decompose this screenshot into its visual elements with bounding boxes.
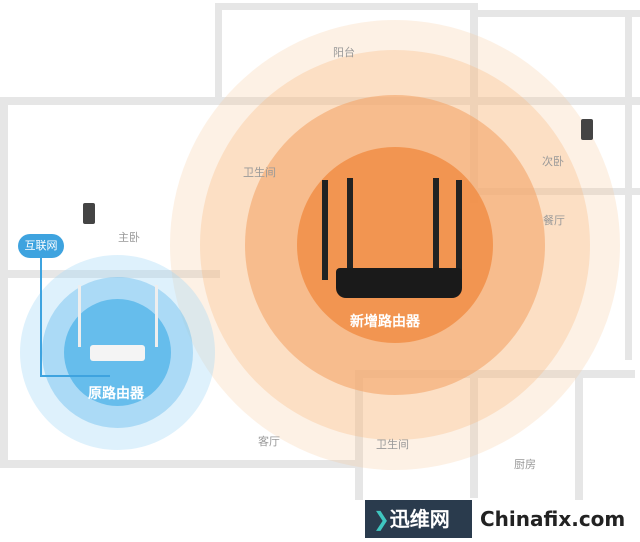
watermark-cn: 迅维网 — [389, 507, 450, 531]
room-kitchen: 厨房 — [514, 458, 536, 471]
new-router-label: 新增路由器 — [350, 314, 420, 330]
room-living: 客厅 — [258, 435, 280, 448]
phone-icon — [83, 203, 95, 224]
internet-cloud-icon: 互联网 — [18, 234, 64, 258]
room-dining: 餐厅 — [543, 214, 565, 227]
watermark-en: Chinafix.com — [480, 507, 626, 531]
room-bathroom-1: 卫生间 — [243, 166, 276, 179]
room-second-bedroom: 次卧 — [542, 155, 564, 168]
room-bathroom-2: 卫生间 — [376, 438, 409, 451]
old-router-label: 原路由器 — [88, 386, 144, 402]
room-master-bedroom: 主卧 — [118, 231, 140, 244]
watermark: ❯迅维网 Chinafix.com — [365, 500, 640, 538]
internet-label: 互联网 — [24, 239, 58, 252]
phone-icon — [581, 119, 593, 140]
cable-line — [40, 375, 110, 377]
cable-line — [40, 258, 42, 376]
room-balcony: 阳台 — [333, 46, 355, 59]
